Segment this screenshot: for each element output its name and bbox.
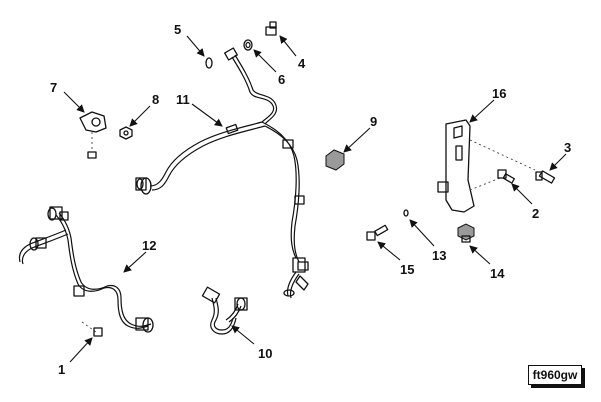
part-14-fitting (457, 223, 475, 243)
part-6-washer (243, 39, 253, 51)
part-15-bolt (366, 224, 389, 241)
callout-15: 15 (400, 262, 414, 277)
callout-9: 9 (370, 114, 377, 129)
callout-14: 14 (490, 266, 505, 281)
part-11-tube-assembly (135, 47, 309, 299)
leader-lines (63, 35, 567, 363)
callout-3: 3 (564, 140, 571, 155)
callout-10: 10 (258, 346, 272, 361)
callout-5: 5 (174, 22, 181, 37)
part-16-bracket (437, 119, 536, 213)
part-7-bracket (79, 111, 107, 159)
callout-4: 4 (298, 56, 306, 71)
part-4-bolt (265, 21, 277, 36)
callout-11: 11 (176, 92, 190, 107)
callout-13: 13 (432, 248, 446, 263)
part-1-fitting (81, 321, 103, 337)
part-9-nut (325, 149, 345, 171)
callout-1: 1 (58, 362, 65, 377)
callout-numbers: 5 6 4 7 8 11 9 16 3 2 13 14 15 12 10 1 (50, 22, 571, 377)
callout-16: 16 (492, 86, 506, 101)
part-10-bent-tube (201, 286, 248, 335)
callout-8: 8 (152, 92, 159, 107)
part-13-washer (403, 209, 409, 217)
part-2-bolt (497, 169, 515, 184)
callout-6: 6 (278, 72, 285, 87)
part-12-tube-assembly (18, 206, 154, 333)
callout-12: 12 (142, 238, 156, 253)
part-3-bolt (535, 170, 556, 184)
callout-7: 7 (50, 80, 57, 95)
part-8-nut (119, 126, 133, 140)
callout-2: 2 (532, 206, 539, 221)
figure-id-label: ft960gw (528, 365, 582, 385)
part-5-washer (205, 57, 213, 69)
